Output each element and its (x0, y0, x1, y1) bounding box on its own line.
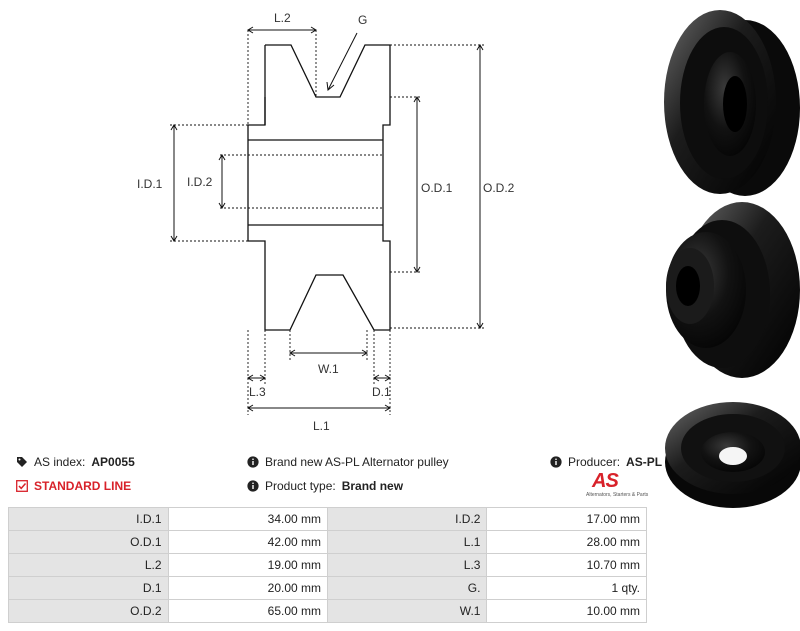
as-pl-logo: AS Alternators, Starters & Parts (586, 470, 650, 498)
as-index: AS index: AP0055 (16, 455, 135, 469)
product-type: Product type: Brand new (247, 479, 403, 493)
producer-value: AS-PL (626, 455, 663, 469)
spec-value: 1 qty. (486, 576, 647, 600)
as-index-label: AS index: (34, 455, 86, 469)
producer: Producer: AS-PL (550, 455, 662, 469)
pulley-photo-angle (666, 202, 800, 378)
spec-value: 28.00 mm (486, 530, 647, 554)
spec-value: 10.00 mm (486, 599, 647, 623)
spec-value: 65.00 mm (167, 599, 328, 623)
info-icon (550, 456, 562, 468)
standard-line: STANDARD LINE (16, 479, 131, 493)
spec-key: D.1 (8, 576, 169, 600)
spec-key: I.D.1 (8, 507, 169, 531)
pulley-photo-side (664, 10, 800, 196)
spec-key: L.1 (326, 530, 488, 554)
pulley-dimension-diagram: L.2 G I.D.1 I.D.2 O.D.1 O.D.2 W.1 L.3 D.… (137, 11, 515, 433)
label-l1: L.1 (313, 419, 330, 433)
label-l3: L.3 (249, 385, 266, 399)
producer-label: Producer: (568, 455, 621, 469)
spec-value: 19.00 mm (167, 553, 328, 577)
standard-line-label: STANDARD LINE (34, 479, 132, 493)
spec-key: L.3 (326, 553, 488, 577)
as-index-value: AP0055 (91, 455, 135, 469)
spec-value: 42.00 mm (167, 530, 328, 554)
product-photos (664, 10, 800, 508)
label-l2: L.2 (274, 11, 291, 25)
spec-key: O.D.1 (8, 530, 169, 554)
spec-key: I.D.2 (326, 507, 488, 531)
spec-key: W.1 (326, 599, 488, 623)
label-d1: D.1 (372, 385, 391, 399)
spec-key: O.D.2 (8, 599, 169, 623)
description: Brand new AS-PL Alternator pulley (247, 455, 449, 469)
label-g: G (358, 13, 367, 27)
spec-key: L.2 (8, 553, 169, 577)
spec-key: G. (326, 576, 488, 600)
label-od2: O.D.2 (483, 181, 515, 195)
spec-value: 10.70 mm (486, 553, 647, 577)
label-id1: I.D.1 (137, 177, 163, 191)
product-type-value: Brand new (341, 479, 404, 493)
spec-value: 34.00 mm (167, 507, 328, 531)
tag-icon (17, 457, 27, 467)
info-icon (247, 480, 259, 492)
info-icon (247, 456, 259, 468)
logo-tagline: Alternators, Starters & Parts (586, 492, 649, 498)
logo-mark: AS (592, 470, 619, 492)
pulley-outline (247, 44, 391, 331)
product-type-label: Product type: (265, 479, 336, 493)
label-w1: W.1 (318, 362, 339, 376)
label-od1: O.D.1 (421, 181, 453, 195)
spec-value: 17.00 mm (486, 507, 647, 531)
pulley-photo-top (665, 402, 800, 508)
label-id2: I.D.2 (187, 175, 213, 189)
checkbox-icon (16, 480, 28, 492)
description-text: Brand new AS-PL Alternator pulley (265, 455, 449, 469)
spec-value: 20.00 mm (167, 576, 328, 600)
